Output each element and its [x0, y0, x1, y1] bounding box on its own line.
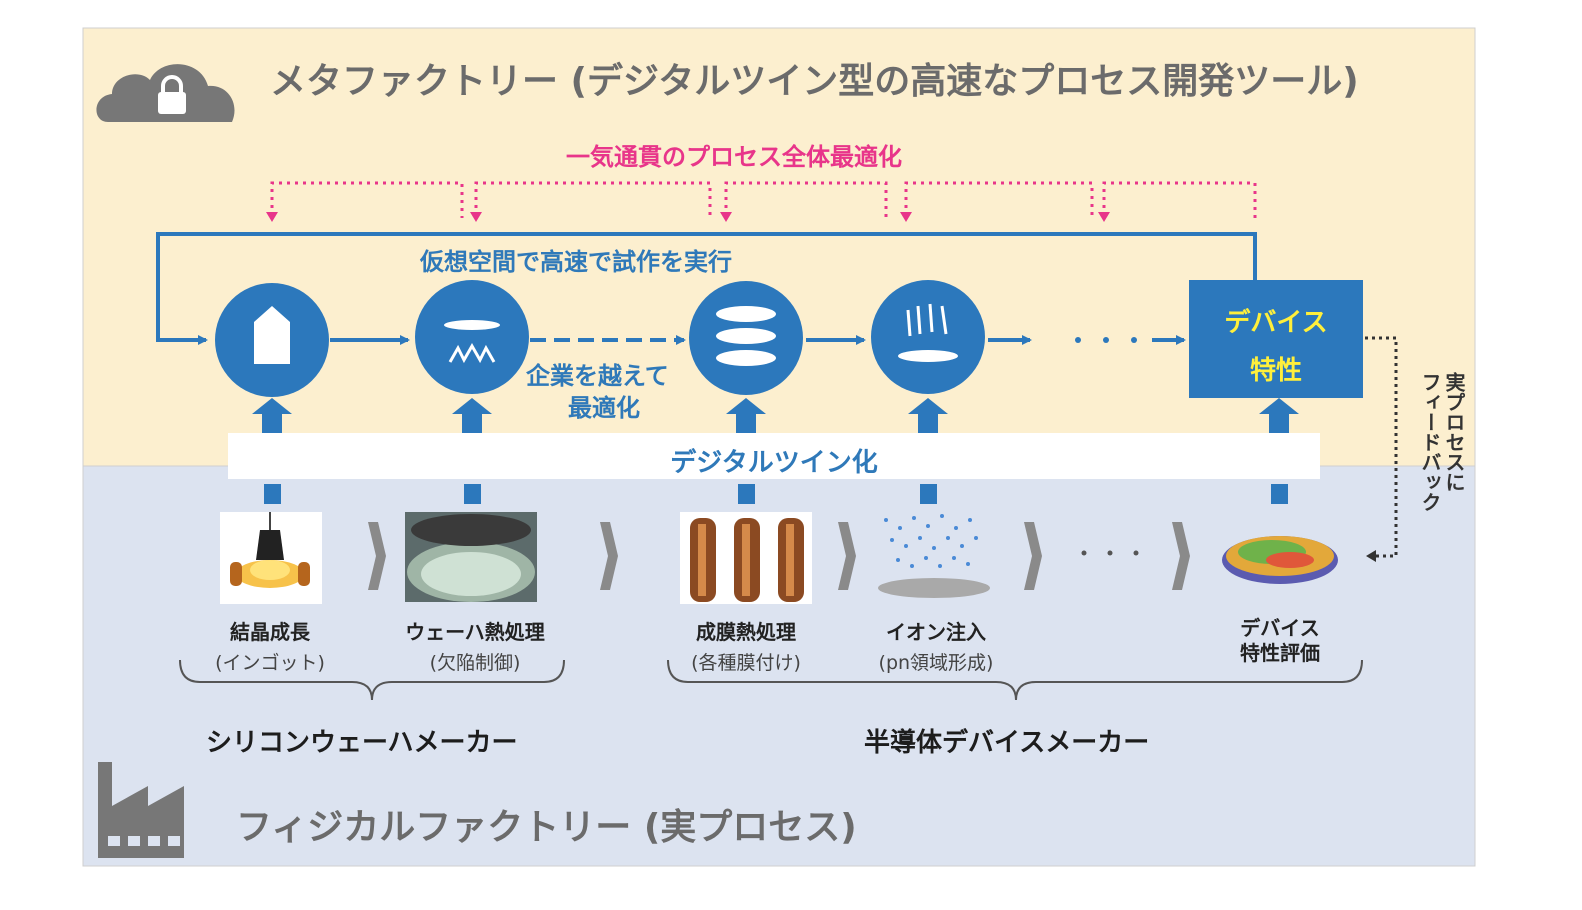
- digital-twin-bar: デジタルツイン化: [228, 433, 1320, 479]
- cross-company-label-2: 最適化: [568, 394, 640, 422]
- device-box-line1: デバイス: [1224, 308, 1328, 338]
- physical-chevrons: [368, 522, 1190, 590]
- ion-implant-photo-icon: [878, 514, 990, 598]
- wafer-disc-icon: [444, 320, 500, 330]
- optimization-connectors: [270, 181, 1257, 218]
- step-sub-ion: (pn領域形成): [878, 652, 994, 674]
- silicon-maker-brace: [179, 659, 565, 701]
- semiconductor-maker-brace: [667, 659, 1363, 701]
- heat-wave-icon: [448, 342, 496, 364]
- virtual-trial-label: 仮想空間で高速で試作を実行: [420, 248, 732, 276]
- physical-factory-title: フィジカルファクトリー (実プロセス): [236, 807, 857, 848]
- step-name-device: デバイス 特性評価: [1240, 616, 1320, 665]
- crystal-growth-photo-icon: [220, 512, 322, 604]
- optimization-arrowheads: [266, 212, 1110, 222]
- factory-icon: [98, 762, 184, 858]
- cross-company-label-1: 企業を越えて: [526, 362, 669, 390]
- semiconductor-maker-label: 半導体デバイスメーカー: [864, 728, 1150, 758]
- sim-step-film: [689, 281, 803, 395]
- feedback-label: 実プロセスに フィードバック: [1418, 372, 1466, 512]
- cloud-lock-icon: [96, 64, 235, 122]
- sim-step-wafer-heat: [415, 280, 529, 394]
- step-sub-crystal: (インゴット): [215, 652, 325, 674]
- step-sub-film: (各種膜付け): [691, 652, 801, 674]
- step-name-wafer-heat: ウェーハ熱処理: [405, 620, 545, 644]
- sim-step-ion: [871, 280, 985, 394]
- device-wafer-photo-icon: [1222, 536, 1338, 584]
- digital-twin-label: デジタルツイン化: [670, 448, 878, 478]
- wafer-heat-photo-icon: [405, 512, 537, 602]
- meta-ellipsis-dots: [1075, 337, 1137, 343]
- optimization-label: 一気通貫のプロセス全体最適化: [566, 143, 902, 171]
- step-name-crystal: 結晶成長: [230, 620, 310, 644]
- step-name-ion: イオン注入: [886, 620, 986, 644]
- film-heat-photo-icon: [680, 512, 812, 604]
- device-characteristics-box: デバイス 特性: [1189, 280, 1363, 398]
- digital-twin-arrows: [252, 398, 1299, 504]
- device-box-line2: 特性: [1249, 356, 1302, 386]
- simulation-loop-line: [156, 232, 1257, 345]
- meta-factory-title: メタファクトリー (デジタルツイン型の高速なプロセス開発ツール): [270, 61, 1359, 102]
- physical-ellipsis-dots: [1081, 550, 1139, 556]
- step-name-film: 成膜熱処理: [696, 620, 796, 644]
- step-sub-wafer-heat: (欠陥制御): [429, 652, 521, 674]
- silicon-maker-label: シリコンウェーハメーカー: [206, 728, 518, 758]
- crystal-icon: [254, 306, 290, 364]
- sim-step-crystal: [215, 283, 329, 397]
- feedback-line: [1365, 336, 1398, 558]
